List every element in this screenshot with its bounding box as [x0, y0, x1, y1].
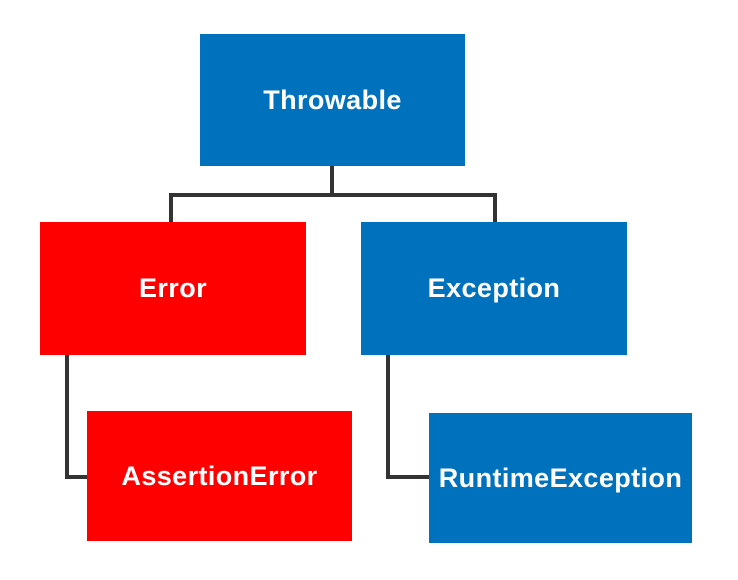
- node-throwable: Throwable: [200, 34, 465, 166]
- node-runtime-exception: RuntimeException: [429, 413, 692, 543]
- connector-exception-runtimeexception-horizontal: [386, 475, 429, 479]
- connector-throwable-stub: [330, 166, 334, 197]
- node-throwable-label: Throwable: [263, 84, 402, 115]
- connector-error-assertionerror-vertical: [65, 355, 69, 479]
- connector-to-error: [169, 193, 173, 222]
- connector-to-exception: [493, 193, 497, 222]
- node-exception-label: Exception: [427, 273, 561, 303]
- connector-error-assertionerror-horizontal: [65, 475, 87, 479]
- node-error-label: Error: [138, 273, 208, 303]
- connector-exception-runtimeexception-vertical: [386, 355, 390, 479]
- node-exception: Exception: [361, 222, 627, 355]
- node-error: Error: [40, 222, 306, 355]
- connector-throwable-children-bar: [169, 193, 497, 197]
- node-runtime-exception-label: RuntimeException: [438, 462, 683, 493]
- node-assertion-error-label: AssertionError: [121, 460, 318, 491]
- node-assertion-error: AssertionError: [87, 411, 352, 541]
